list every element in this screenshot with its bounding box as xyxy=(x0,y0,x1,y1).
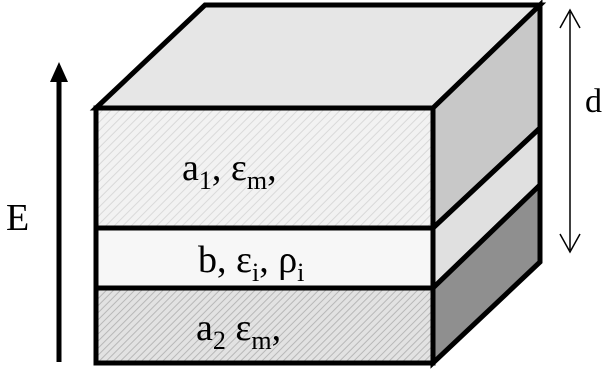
thickness-arrow-bottom-head xyxy=(559,233,581,254)
field-label: E xyxy=(6,197,29,239)
front-layer-bottom xyxy=(93,285,436,366)
thickness-label: d xyxy=(585,83,602,120)
middle-layer-label: b, εi, ρi xyxy=(198,239,304,287)
front-layer-middle xyxy=(93,225,436,291)
thickness-arrow-top-head xyxy=(559,8,581,29)
top-layer-label: a1, εm, xyxy=(182,147,277,195)
bottom-layer-label: a2 εm, xyxy=(196,307,281,355)
field-arrow-head xyxy=(50,62,68,82)
